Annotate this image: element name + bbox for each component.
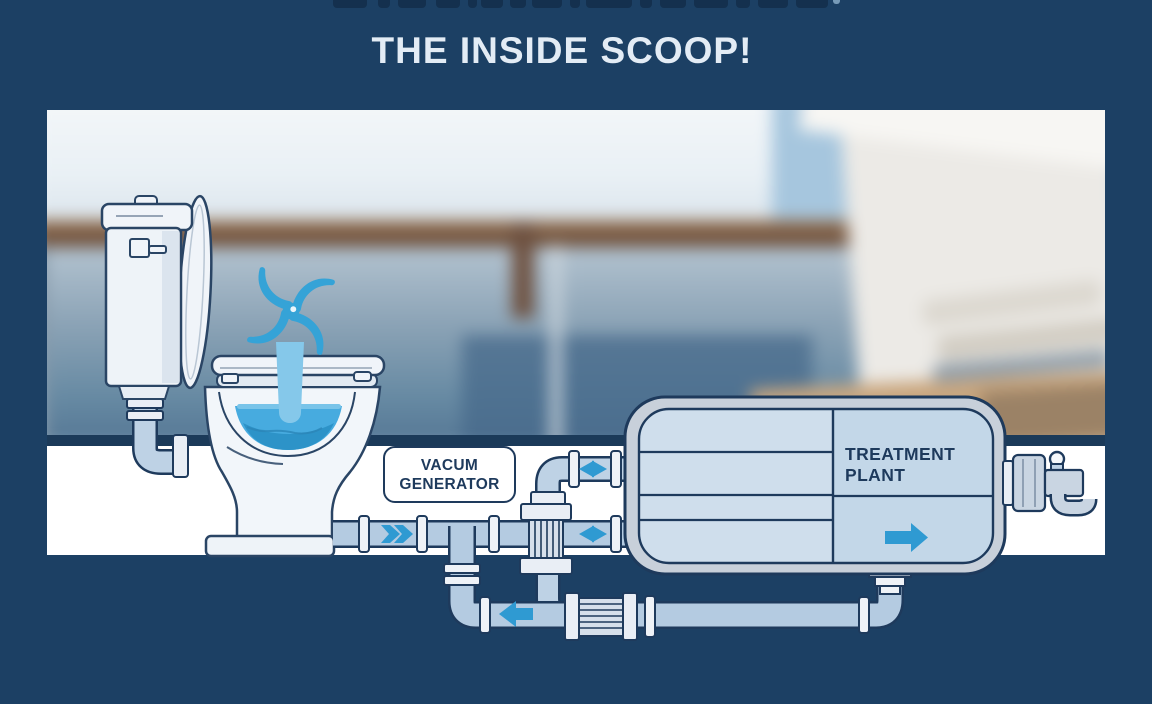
- toilet-base-plinth: [204, 534, 336, 558]
- photo-blur-layer: [47, 110, 1105, 436]
- title-fragment: [398, 0, 426, 8]
- generator-finned-body: [528, 519, 564, 560]
- vacuum-generator-label-line2: GENERATOR: [399, 475, 500, 493]
- macerator-fins: [579, 603, 623, 629]
- tank-inner-border: [637, 407, 995, 565]
- title-fragment: [468, 0, 477, 8]
- treatment-plant-label: TREATMENT PLANT: [845, 444, 995, 486]
- seat-hinge: [221, 373, 239, 384]
- toilet-water-sediment-line: [246, 426, 323, 435]
- pipe-coupling: [126, 398, 164, 409]
- photo-glass-post: [550, 245, 562, 436]
- cistern-lid: [100, 202, 194, 232]
- title-fragment: [378, 0, 390, 8]
- porcelain-accent-arc: [226, 446, 284, 465]
- vortex-eye: [290, 306, 297, 313]
- macerator-left-cap: [564, 592, 580, 641]
- pipe-flange: [416, 515, 428, 553]
- cistern-base: [117, 385, 171, 400]
- title-fragment: [833, 0, 840, 4]
- flush-stream: [276, 342, 304, 423]
- pipe-flange-plate: [1002, 460, 1014, 506]
- generator-fins: [534, 521, 560, 558]
- pipe-flange: [358, 515, 370, 553]
- tank-baffle-lines: [639, 450, 993, 522]
- pipe-flange: [644, 595, 656, 638]
- cistern-shading: [162, 231, 179, 383]
- photo-rail-post: [512, 223, 534, 318]
- flush-button-bar: [148, 245, 167, 254]
- return-pipe: [450, 526, 902, 627]
- toilet-water-deep: [243, 423, 334, 450]
- toilet-drain-elbow: [134, 388, 176, 473]
- generator-bottom-cap: [519, 557, 573, 575]
- generator-top-cap: [520, 503, 572, 521]
- title-fragment: [758, 0, 788, 8]
- page-subtitle: THE INSIDE SCOOP!: [371, 30, 753, 71]
- treatment-plant-tank: [623, 395, 1007, 595]
- pipe-coupling-ring: [443, 575, 481, 586]
- pipe-flange: [610, 450, 622, 488]
- pipe-flange: [568, 450, 580, 488]
- pipe-coupling-ring: [443, 563, 481, 574]
- vortex-swirl-icon: [247, 267, 335, 355]
- discharge-assembly: [1002, 450, 1098, 517]
- pipe-flange: [488, 515, 500, 553]
- macerator-pump: [564, 592, 656, 641]
- vacuum-generator-label-line1: VACUM: [420, 456, 479, 474]
- toilet-lid-inner-line: [185, 204, 205, 380]
- return-line-arrow: [499, 601, 533, 627]
- pipe-flange: [479, 596, 491, 634]
- photo-bottom-divider: [47, 435, 1105, 446]
- vacuum-generator-label: VACUM GENERATOR: [383, 446, 516, 503]
- pipe-flanges: [358, 450, 870, 634]
- treatment-plant-label-line1: TREATMENT: [845, 444, 956, 464]
- macerator-right-cap: [622, 592, 638, 641]
- generator-mid-line-arrow: [579, 525, 607, 543]
- title-fragment: [660, 0, 686, 8]
- title-fragment: [796, 0, 828, 8]
- discharge-fitting: [1043, 468, 1085, 498]
- seat-bumper: [353, 371, 372, 382]
- pipe-flange: [610, 515, 622, 553]
- title-fragment: [481, 0, 503, 8]
- treatment-plant-label-line2: PLANT: [845, 465, 906, 485]
- toilet-outlet-arrow: [381, 525, 413, 543]
- title-fragment: [640, 0, 652, 8]
- title-fragment: [586, 0, 632, 8]
- title-fragment: [736, 0, 750, 8]
- pipe-coupling: [126, 410, 164, 421]
- title-fragment: [510, 0, 526, 8]
- generator-top-pipe: [537, 458, 626, 514]
- pipe-flange-plate: [172, 434, 189, 478]
- discharge-coupling-block: [1011, 453, 1047, 513]
- toilet-illustration: [100, 194, 386, 558]
- title-fragment: [436, 0, 460, 8]
- title-fragment: [532, 0, 562, 8]
- treatment-plant-arrow: [885, 523, 928, 552]
- flush-button: [129, 238, 150, 258]
- title-fragment: [570, 0, 580, 8]
- balcony-photo: [47, 110, 1105, 436]
- flow-arrows: [381, 460, 607, 627]
- title-fragment: [694, 0, 728, 8]
- generator-top-line-arrow: [579, 460, 607, 478]
- tank-right-cell: [833, 409, 993, 563]
- toilet-bowl-inner-arc: [218, 391, 356, 458]
- vacuum-generator-unit: [519, 491, 573, 575]
- title-fragment: [333, 0, 367, 8]
- pipe-flange: [858, 596, 870, 634]
- discharge-spout: [1052, 494, 1095, 514]
